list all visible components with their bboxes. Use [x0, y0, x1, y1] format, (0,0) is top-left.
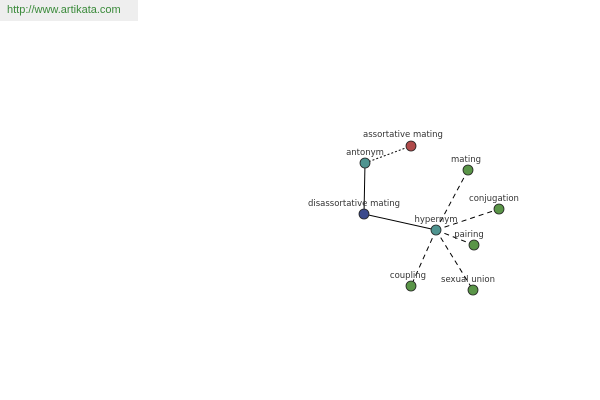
node-label-assortative-mating[interactable]: assortative mating — [363, 130, 443, 140]
node-label-sexual-union[interactable]: sexual union — [441, 275, 495, 285]
node-label-hypernym[interactable]: hypernym — [414, 215, 457, 225]
node-hypernym[interactable] — [430, 224, 442, 236]
node-label-conjugation[interactable]: conjugation — [469, 194, 519, 204]
node-label-pairing[interactable]: pairing — [454, 230, 484, 240]
node-label-mating[interactable]: mating — [451, 155, 481, 165]
node-sexual-union[interactable] — [467, 284, 479, 296]
graph-edges — [363, 145, 500, 291]
graph-labels: disassortative mating antonym assortative … — [308, 130, 519, 285]
graph-nodes — [358, 140, 505, 296]
edge-hypernym-to-coupling — [410, 229, 437, 287]
edge-disassortative-mating-to-antonym — [363, 162, 366, 215]
node-assortative-mating[interactable] — [405, 140, 417, 152]
site-url-link[interactable]: http://www.artikata.com — [0, 0, 138, 21]
node-coupling[interactable] — [405, 280, 417, 292]
edge-disassortative-mating-to-hypernym — [363, 213, 437, 231]
edge-hypernym-to-mating — [435, 169, 469, 231]
edge-hypernym-to-conjugation — [435, 208, 500, 231]
node-conjugation[interactable] — [493, 203, 505, 215]
node-label-disassortative-mating[interactable]: disassortative mating — [308, 199, 400, 209]
node-disassortative-mating[interactable] — [358, 208, 370, 220]
edge-hypernym-to-sexual-union — [435, 229, 474, 291]
node-label-antonym[interactable]: antonym — [346, 148, 384, 158]
node-mating[interactable] — [462, 164, 474, 176]
node-pairing[interactable] — [468, 239, 480, 251]
edge-hypernym-to-pairing — [435, 229, 475, 246]
node-label-coupling[interactable]: coupling — [390, 271, 426, 281]
edge-antonym-to-assortative-mating — [364, 145, 412, 164]
node-antonym[interactable] — [359, 157, 371, 169]
